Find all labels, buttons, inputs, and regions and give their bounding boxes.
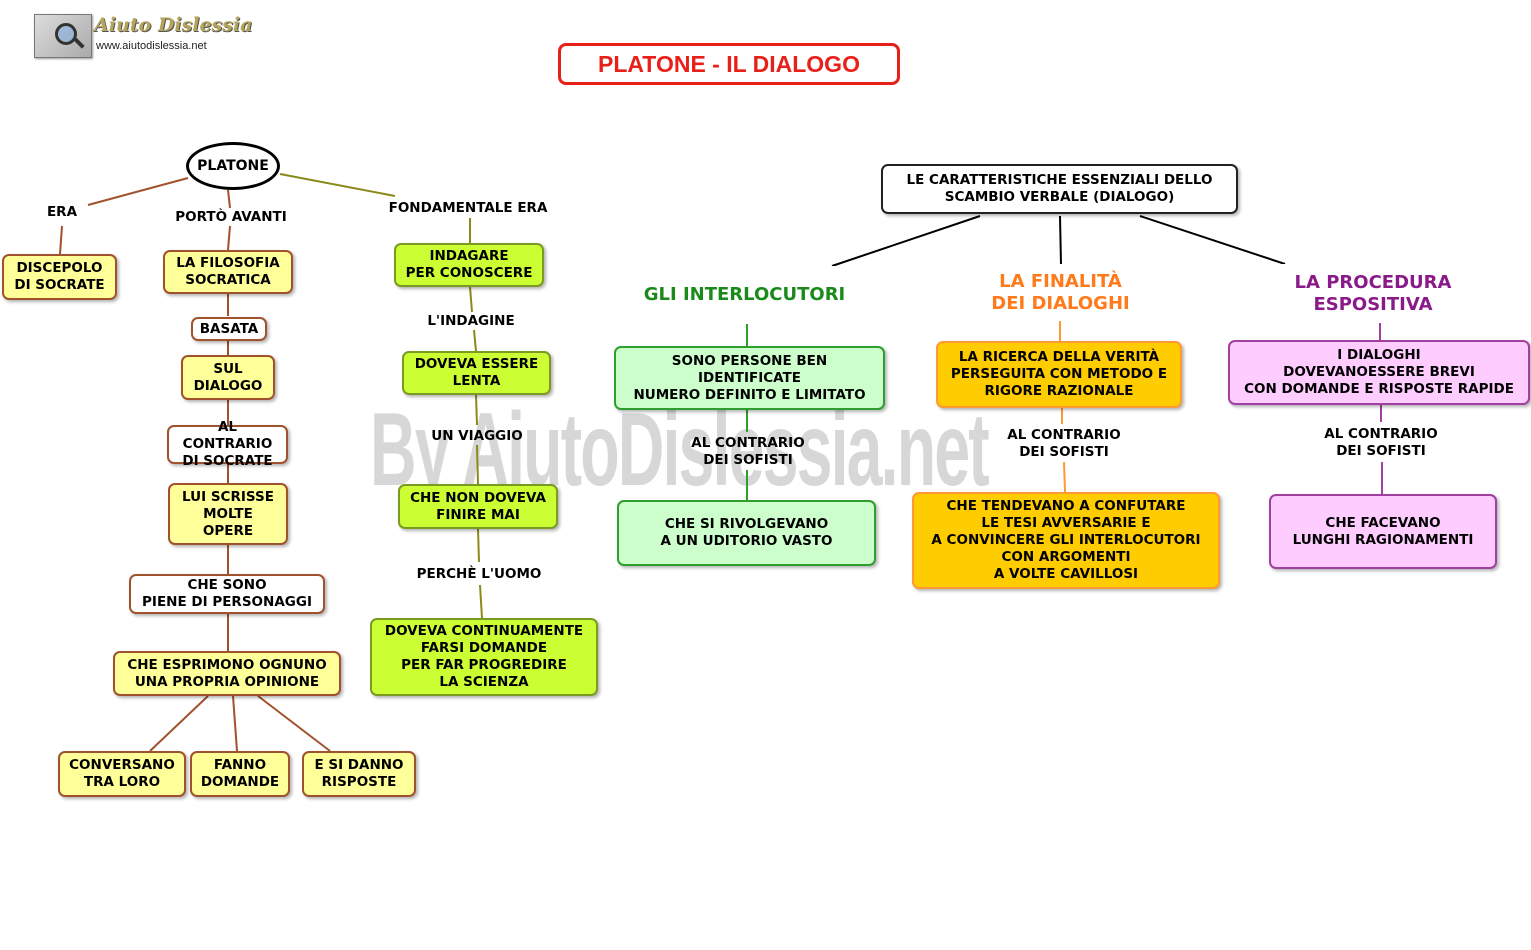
- node-lui-scrisse: LUI SCRISSE MOLTE OPERE: [168, 483, 288, 545]
- node-si-danno-risposte: E SI DANNO RISPOSTE: [302, 751, 416, 797]
- node-conversano: CONVERSANO TRA LORO: [58, 751, 186, 797]
- link-label-al-contrario-1: AL CONTRARIO DEI SOFISTI: [691, 435, 805, 468]
- link-label-un-viaggio: UN VIAGGIO: [431, 428, 523, 444]
- node-doveva-continuamente: DOVEVA CONTINUAMENTE FARSI DOMANDE PER F…: [370, 618, 598, 696]
- root-node-platone: PLATONE: [186, 142, 280, 190]
- link-label-lindagine: L'INDAGINE: [427, 313, 515, 329]
- link-label-porto-avanti: PORTÒ AVANTI: [175, 209, 287, 225]
- node-finalita-detail: LA RICERCA DELLA VERITÀ PERSEGUITA CON M…: [936, 341, 1182, 408]
- node-filosofia-socratica: LA FILOSOFIA SOCRATICA: [163, 250, 293, 294]
- link-label-perche-luomo: PERCHÈ L'UOMO: [416, 566, 542, 582]
- node-procedura-contrast: CHE FACEVANO LUNGHI RAGIONAMENTI: [1269, 494, 1497, 569]
- node-al-contrario-di-socrate: AL CONTRARIO DI SOCRATE: [167, 419, 288, 469]
- node-interlocutori-detail: SONO PERSONE BEN IDENTIFICATE NUMERO DEF…: [614, 346, 885, 410]
- node-che-esprimono: CHE ESPRIMONO OGNUNO UNA PROPRIA OPINION…: [113, 651, 341, 696]
- link-label-era: ERA: [46, 204, 78, 220]
- site-logo[interactable]: Aiuto Dislessia www.aiutodislessia.net: [34, 12, 252, 60]
- node-discepolo: DISCEPOLO DI SOCRATE: [2, 254, 117, 300]
- logo-title: Aiuto Dislessia: [94, 14, 253, 36]
- node-doveva-essere-lenta: DOVEVA ESSERE LENTA: [402, 351, 551, 395]
- link-label-fondamentale-era: FONDAMENTALE ERA: [388, 200, 548, 216]
- node-basata: BASATA: [191, 317, 267, 341]
- node-sul-dialogo: SUL DIALOGO: [181, 355, 275, 400]
- node-interlocutori-contrast: CHE SI RIVOLGEVANO A UN UDITORIO VASTO: [617, 500, 876, 566]
- node-che-sono: CHE SONO PIENE DI PERSONAGGI: [129, 574, 325, 614]
- node-fanno-domande: FANNO DOMANDE: [190, 751, 290, 797]
- page-title: PLATONE - IL DIALOGO: [558, 43, 900, 85]
- node-finalita-contrast: CHE TENDEVANO A CONFUTARE LE TESI AVVERS…: [912, 492, 1220, 589]
- node-indagare: INDAGARE PER CONOSCERE: [394, 243, 544, 287]
- link-label-al-contrario-3: AL CONTRARIO DEI SOFISTI: [1324, 426, 1438, 459]
- branch-title-procedura: LA PROCEDURA ESPOSITIVA: [1237, 264, 1509, 323]
- branch-title-interlocutori: GLI INTERLOCUTORI: [607, 266, 882, 324]
- link-label-al-contrario-2: AL CONTRARIO DEI SOFISTI: [1007, 427, 1121, 460]
- branch-title-finalita: LA FINALITÀ DEI DIALOGHI: [927, 264, 1194, 321]
- logo-url: www.aiutodislessia.net: [96, 40, 207, 52]
- book-magnifier-icon: [34, 14, 92, 58]
- root-node-caratteristiche: LE CARATTERISTICHE ESSENZIALI DELLO SCAM…: [881, 164, 1238, 214]
- node-procedura-detail: I DIALOGHI DOVEVANOESSERE BREVI CON DOMA…: [1228, 340, 1530, 405]
- node-non-doveva-finire: CHE NON DOVEVA FINIRE MAI: [398, 484, 558, 529]
